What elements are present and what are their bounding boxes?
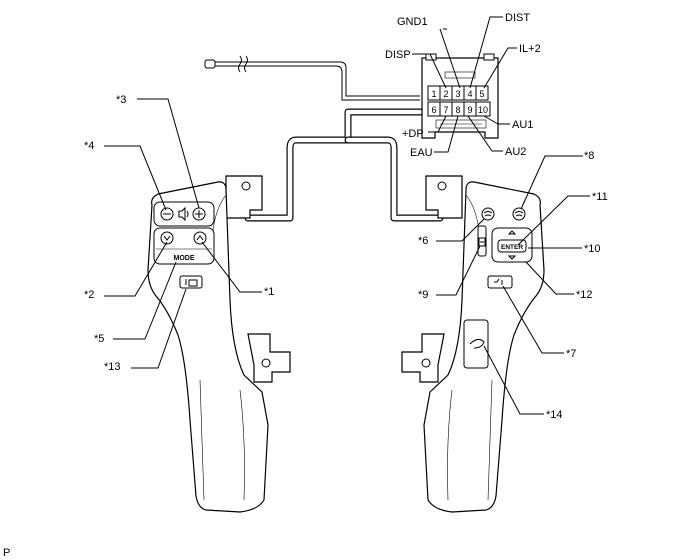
callout-10: *10 [584,243,601,255]
screen-toggle-button[interactable] [478,237,486,247]
pin-1: 1 [431,89,436,99]
wire-harness [204,55,444,222]
left-steering-switch: MODE [147,175,291,513]
pin-3: 3 [455,89,460,99]
lane-assist-button[interactable] [463,319,489,369]
callout-14: *14 [546,409,563,421]
ground-wire [215,61,420,97]
enter-button[interactable]: ENTER [501,244,523,251]
seek-down-button[interactable] [160,231,174,245]
label-il2: IL+2 [519,43,541,55]
talk-button[interactable] [481,207,495,221]
connector: 1 2 3 4 5 6 7 8 9 10 [421,53,499,139]
pin-8: 8 [455,105,460,115]
pin-10: 10 [478,105,488,115]
mode-button[interactable]: MODE [174,255,195,262]
pin-9: 9 [467,105,472,115]
label-dp: +DP [402,128,424,140]
pin-6: 6 [431,105,436,115]
voice-button[interactable] [512,207,526,221]
callout-2: *2 [84,289,94,301]
connector-labels: GND1 DIST DISP IL+2 +DP AU1 EAU AU2 [385,12,541,159]
ground-wire-lower [215,65,420,101]
callout-5: *5 [94,333,104,345]
label-gnd1: GND1 [397,16,428,28]
callout-3: *3 [116,94,126,106]
callout-11: *11 [592,191,608,203]
left-lower-bracket [247,333,291,383]
seek-up-button[interactable] [193,231,207,245]
label-au1: AU1 [512,119,533,131]
enter-button-cluster[interactable]: ENTER [491,227,533,263]
label-eau: EAU [410,147,433,159]
volume-up-button[interactable] [192,207,206,221]
right-steering-switch: ENTER [401,175,545,513]
right-lower-bracket [401,333,445,383]
callout-6: *6 [418,235,428,247]
callout-1: *1 [264,286,274,298]
ground-plug [204,59,216,69]
label-dist: DIST [505,12,530,24]
volume-down-button[interactable] [160,207,174,221]
callout-4: *4 [84,140,94,152]
pin-4: 4 [467,89,472,99]
pin-7: 7 [443,105,448,115]
phone-button[interactable] [179,275,203,289]
label-disp: DISP [385,49,411,61]
connector-pin-row-top: 1 2 3 4 5 [427,85,489,101]
pin-5: 5 [479,89,484,99]
callouts: *3 *4 *2 *1 *5 *13 *8 *11 *6 *10 *9 *12 … [84,94,608,421]
figure-code: P [3,547,10,559]
label-au2: AU2 [505,146,526,158]
callout-9: *9 [418,289,428,301]
hang-up-button[interactable] [487,275,513,289]
connector-pin-row-bottom: 6 7 8 9 10 [427,101,491,117]
callout-8: *8 [584,150,594,162]
callout-12: *12 [576,289,593,301]
callout-13: *13 [104,361,121,373]
callout-7: *7 [566,348,576,360]
right-mounting-bracket [425,175,463,219]
pin-2: 2 [443,89,448,99]
speaker-icon [178,206,189,222]
